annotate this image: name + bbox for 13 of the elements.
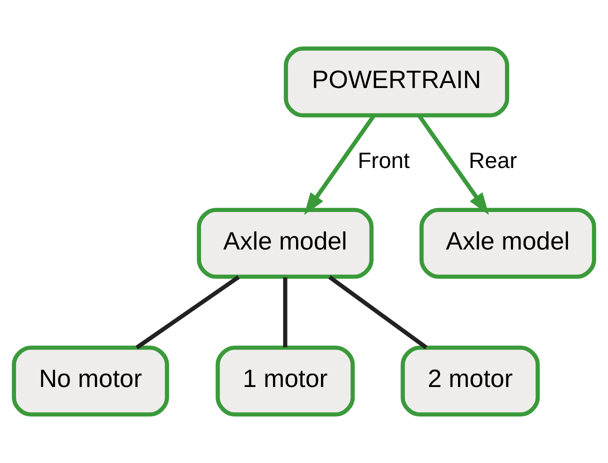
connector (136, 275, 240, 350)
node-box: 2 motor (400, 346, 540, 417)
node-box: No motor (12, 346, 170, 417)
connector (283, 277, 288, 348)
node-box: 1 motor (216, 346, 355, 417)
arrow (417, 114, 489, 216)
node-box: POWERTRAIN (284, 46, 510, 118)
edge-label: Rear (468, 148, 518, 173)
connector (328, 275, 428, 350)
node-box: Axle model (196, 208, 374, 279)
edge-label: Front (358, 148, 410, 173)
node-box: Axle model (419, 208, 596, 279)
arrow (304, 114, 376, 216)
